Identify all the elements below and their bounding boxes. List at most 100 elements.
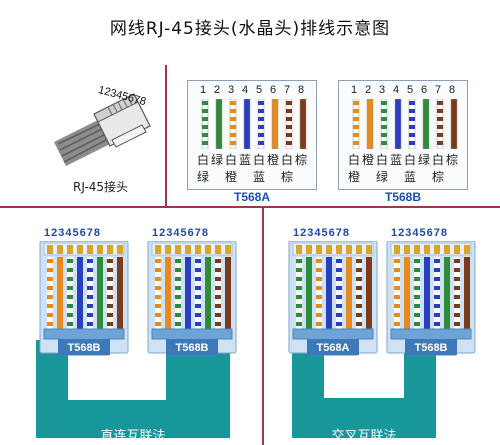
t568b-wires	[352, 99, 458, 149]
t568a-wire-7	[285, 99, 293, 149]
straight-left-plug-numbers: 12345678	[44, 227, 101, 239]
t568a-name-top-5: 白	[253, 153, 266, 167]
t568b-name-top-3: 白	[376, 153, 389, 167]
straight-left-plug-wire-7	[107, 257, 113, 331]
t568b-names-bottom: 橙 绿 蓝 棕	[343, 168, 463, 184]
t568b-num-7: 7	[435, 84, 442, 96]
cable-braid	[54, 120, 110, 166]
t568b-wire-4	[394, 99, 402, 149]
t568b-wire-2	[366, 99, 374, 149]
t568b-num-6: 6	[421, 84, 428, 96]
t568a-num-8: 8	[298, 84, 305, 96]
straight-right-plug-wire-8	[225, 257, 231, 331]
t568a-name-top-6: 橙	[267, 153, 280, 167]
t568a-num-1: 1	[200, 84, 207, 96]
t568a-name-bottom-1: 绿	[197, 170, 210, 184]
page-title: 网线RJ-45接头(水晶头)排线示意图	[109, 19, 391, 39]
t568b-num-5: 5	[407, 84, 414, 96]
connector-body	[93, 93, 151, 148]
t568a-num-7: 7	[284, 84, 291, 96]
crossover-right-plug-wire-4	[424, 257, 430, 331]
t568a-num-4: 4	[242, 84, 249, 96]
t568a-label: T568A	[233, 190, 271, 204]
t568b-num-4: 4	[393, 84, 400, 96]
straight-left-plug-wire-4	[77, 257, 83, 331]
t568b-wire-6	[422, 99, 430, 149]
crossover-right-plug-tag: T568B	[414, 342, 448, 354]
straight-left-plug-body	[39, 241, 129, 356]
t568a-name-top-2: 绿	[211, 153, 224, 167]
crossover-left-plug-tag: T568A	[316, 342, 350, 354]
crossover-cable	[292, 340, 436, 438]
t568a-name-top-1: 白	[197, 153, 210, 167]
t568a-name-bottom-7: 棕	[281, 170, 294, 184]
crossover-right-plug-wire-8	[464, 257, 470, 331]
t568a-wires	[201, 99, 307, 149]
t568b-name-top-7: 白	[432, 153, 445, 167]
t568b-label: T568B	[384, 190, 422, 204]
t568b-wiring-card: 1 2 3 4 5 6 7 8 白 橙 白 蓝 白 绿 白 棕 橙 绿 蓝 棕	[338, 80, 468, 190]
connector-label: RJ-45接头	[73, 180, 129, 194]
straight-right-plug-wire-7	[215, 257, 221, 331]
straight-left-plug-wire-2	[57, 257, 63, 331]
straight-left-plug-wire-8	[117, 257, 123, 331]
t568b-name-top-4: 蓝	[390, 153, 403, 167]
t568a-name-top-8: 棕	[295, 153, 308, 167]
t568a-num-5: 5	[256, 84, 263, 96]
straight-right-plug-wire-6	[205, 257, 211, 331]
t568b-name-top-8: 棕	[446, 153, 459, 167]
straight-right-plug-wire-5	[195, 257, 201, 331]
t568a-wire-3	[229, 99, 237, 149]
t568b-name-top-5: 白	[404, 153, 417, 167]
crossover-right-plug-wire-5	[434, 257, 440, 331]
crossover-right-plug-wire-1	[394, 257, 400, 331]
vertical-divider-top	[165, 65, 167, 207]
t568b-name-bottom-7: 棕	[432, 170, 445, 184]
t568b-name-bottom-3: 绿	[376, 170, 389, 184]
crossover-caption: 交叉互联法	[331, 429, 397, 444]
crossover-right-plug-body	[386, 241, 476, 356]
t568a-wire-2	[215, 99, 223, 149]
t568b-num-3: 3	[379, 84, 386, 96]
crossover-left-plug-wire-8	[366, 257, 372, 331]
straight-right-plug: T568B	[146, 241, 238, 359]
t568a-wiring-card: 1 2 3 4 5 6 7 8 白 绿 白 蓝 白 橙 白 棕 绿 橙 蓝 棕	[187, 80, 317, 190]
t568b-wire-5	[408, 99, 416, 149]
t568b-num-2: 2	[365, 84, 372, 96]
vertical-divider-bottom	[262, 206, 264, 445]
crossover-left-plug-wire-5	[336, 257, 342, 331]
t568a-name-top-7: 白	[281, 153, 294, 167]
t568b-number-row: 1 2 3 4 5 6 7 8	[343, 84, 463, 98]
crossover-right-plug: T568B	[385, 241, 477, 359]
t568a-num-3: 3	[228, 84, 235, 96]
t568a-number-row: 1 2 3 4 5 6 7 8	[192, 84, 312, 98]
crossover-left-plug-wire-7	[356, 257, 362, 331]
t568a-num-6: 6	[270, 84, 277, 96]
straight-caption: 直连互联法	[100, 429, 166, 444]
t568b-names-top: 白 橙 白 蓝 白 绿 白 棕	[343, 151, 463, 167]
straight-left-plug-wire-1	[47, 257, 53, 331]
t568b-name-top-2: 橙	[362, 153, 375, 167]
straight-left-plug: T568B	[38, 241, 130, 359]
t568a-wire-4	[243, 99, 251, 149]
crossover-right-plug-numbers: 12345678	[391, 227, 448, 239]
crossover-right-plug-wire-7	[454, 257, 460, 331]
crossover-left-plug-numbers: 12345678	[293, 227, 350, 239]
crossover-left-plug-wire-3	[316, 257, 322, 331]
crossover-right-plug-wire-6	[444, 257, 450, 331]
t568a-name-top-4: 蓝	[239, 153, 252, 167]
t568b-wire-8	[450, 99, 458, 149]
t568b-wire-1	[352, 99, 360, 149]
t568b-name-top-1: 白	[348, 153, 361, 167]
t568a-wire-5	[257, 99, 265, 149]
t568b-name-bottom-1: 橙	[348, 170, 361, 184]
t568b-num-1: 1	[351, 84, 358, 96]
t568a-num-2: 2	[214, 84, 221, 96]
straight-left-plug-tag: T568B	[67, 342, 101, 354]
t568a-names-bottom: 绿 橙 蓝 棕	[192, 168, 312, 184]
horizontal-divider	[0, 206, 500, 208]
straight-right-plug-tag: T568B	[175, 342, 209, 354]
crossover-left-plug-wire-2	[306, 257, 312, 331]
straight-right-plug-body	[147, 241, 237, 356]
straight-right-plug-wire-4	[185, 257, 191, 331]
